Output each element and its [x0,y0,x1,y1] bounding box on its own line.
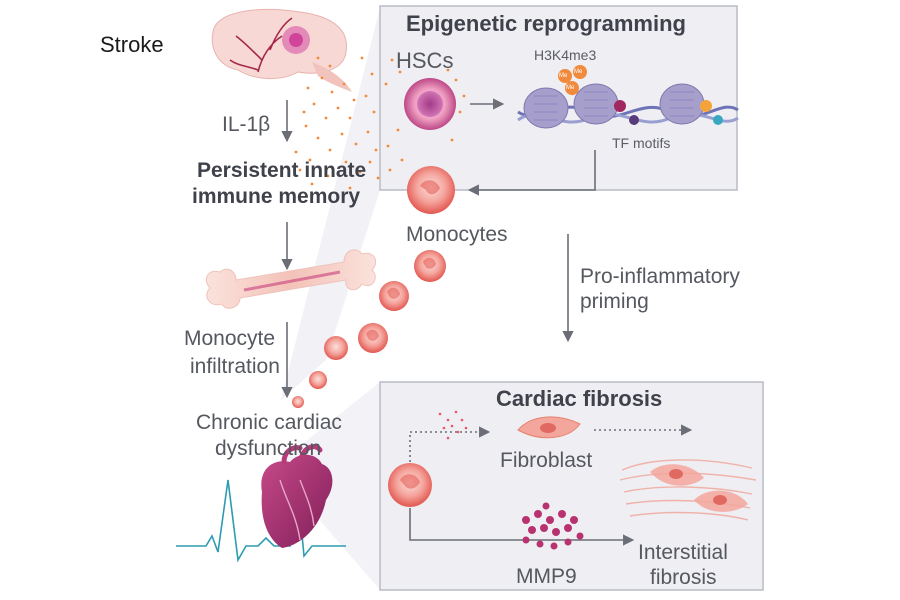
hsc-cell [404,78,456,130]
chronic-label-line2: dysfunction [215,437,322,460]
monocyte-cell [309,371,327,389]
monocyte-cell [324,336,348,360]
fibrosis-panel-box [379,381,764,591]
priming-label-line2: priming [580,290,649,313]
interstitial-label-line1: Interstitial [638,541,728,564]
stroke-label: Stroke [100,32,164,57]
mmp9-particles [522,502,584,550]
infiltration-label-line1: Monocyte [184,327,276,350]
il1b-label: IL-1β [222,113,271,136]
monocyte-cell [407,166,455,214]
monocyte-cell [292,396,304,408]
me-mark-label: Me [574,69,583,75]
bone-illustration [205,249,377,309]
brain-illustration [211,8,352,92]
tf-motif-dot [713,115,723,125]
tf-motifs-label: TF motifs [612,135,671,151]
fibrosis-diagram [388,410,757,550]
arrow-monocyte-to-interstitial [409,508,635,546]
infiltration-label-line2: infiltration [190,355,280,378]
arrow-monocyte-to-fibroblast [409,426,491,462]
fibrotic-tissue [619,459,757,521]
me-mark-label: Me [566,85,575,91]
monocyte-cell [358,323,388,353]
nucleosome [523,87,569,129]
heart-illustration [261,444,333,548]
signal-dots [438,410,468,440]
monocytes-label: Monocytes [406,223,508,246]
chronic-label-line1: Chronic cardiac [196,411,342,434]
monocyte-cell [379,281,409,311]
h3k4me3-label: H3K4me3 [534,47,597,63]
nucleosome [659,83,705,125]
me-mark-label: Me [559,73,568,79]
interstitial-label-line2: fibrosis [650,566,717,589]
arrow-reprogramming-to-monocyte [467,150,596,196]
mmp9-label: MMP9 [516,565,577,588]
tf-motif-dot [629,115,639,125]
tf-motif-dot [614,100,626,112]
fibroblast-label: Fibroblast [500,449,593,472]
priming-label-line1: Pro-inflammatory [580,265,740,288]
memory-label-line2: immune memory [192,185,361,208]
tf-motif-dot [700,100,712,112]
zoom-wedge [281,8,380,400]
epigenetic-title: Epigenetic reprogramming [406,11,686,36]
me-marks [558,65,587,96]
fibrosis-title: Cardiac fibrosis [496,386,663,411]
monocyte-cells [292,166,455,408]
nucleosome [573,83,619,125]
hscs-label: HSCs [396,48,454,73]
fibrosis-monocyte [388,463,432,507]
monocyte-cell [414,250,446,282]
chromatin-illustration [517,83,739,129]
cytokine-dots [294,56,466,190]
memory-label-line1: Persistent innate [197,159,367,182]
